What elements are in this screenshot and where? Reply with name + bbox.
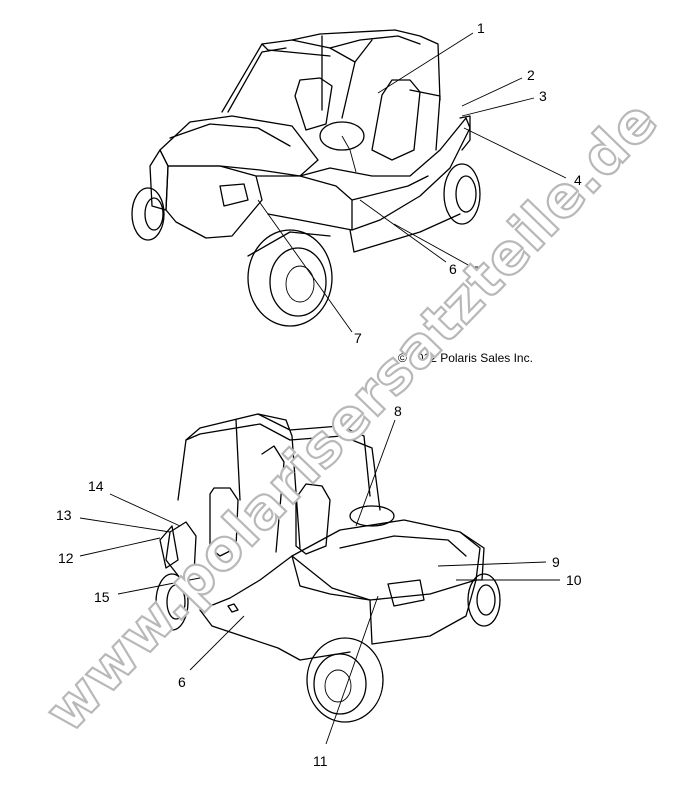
callout-6-bottom: 6: [178, 674, 186, 690]
top-vehicle-drawing: [131, 29, 481, 327]
bottom-callouts: 8 9 10 11 6 12 13 14 15: [56, 403, 582, 769]
callout-10: 10: [566, 572, 582, 588]
callout-6: 6: [449, 261, 457, 277]
bottom-leader-lines: [79, 419, 560, 745]
callout-15: 15: [94, 589, 110, 605]
top-callouts: 1 2 3 4 5 6 7: [354, 20, 582, 346]
watermark-text: www.polarisersatzteile.de: [33, 88, 670, 745]
copyright-notice: © 2012 Polaris Sales Inc.: [398, 351, 533, 365]
callout-3: 3: [539, 88, 547, 104]
callout-12: 12: [58, 550, 74, 566]
callout-9: 9: [552, 554, 560, 570]
callout-7: 7: [354, 330, 362, 346]
callout-8: 8: [394, 403, 402, 419]
bottom-vehicle-drawing: [155, 413, 501, 723]
callout-5: 5: [472, 263, 480, 279]
callout-4: 4: [574, 172, 582, 188]
callout-13: 13: [56, 507, 72, 523]
top-leader-lines: [257, 32, 567, 333]
callout-11: 11: [313, 753, 328, 769]
callout-14: 14: [88, 478, 104, 494]
callout-1: 1: [477, 20, 485, 36]
callout-2: 2: [527, 67, 535, 83]
